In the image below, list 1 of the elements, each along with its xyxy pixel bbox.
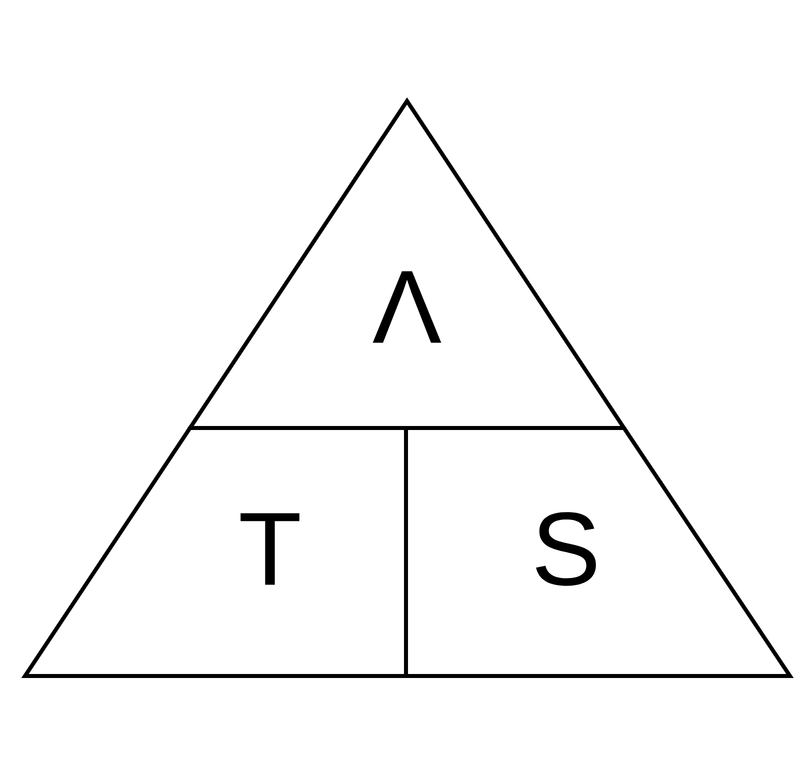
triangle-section: S <box>404 426 794 678</box>
